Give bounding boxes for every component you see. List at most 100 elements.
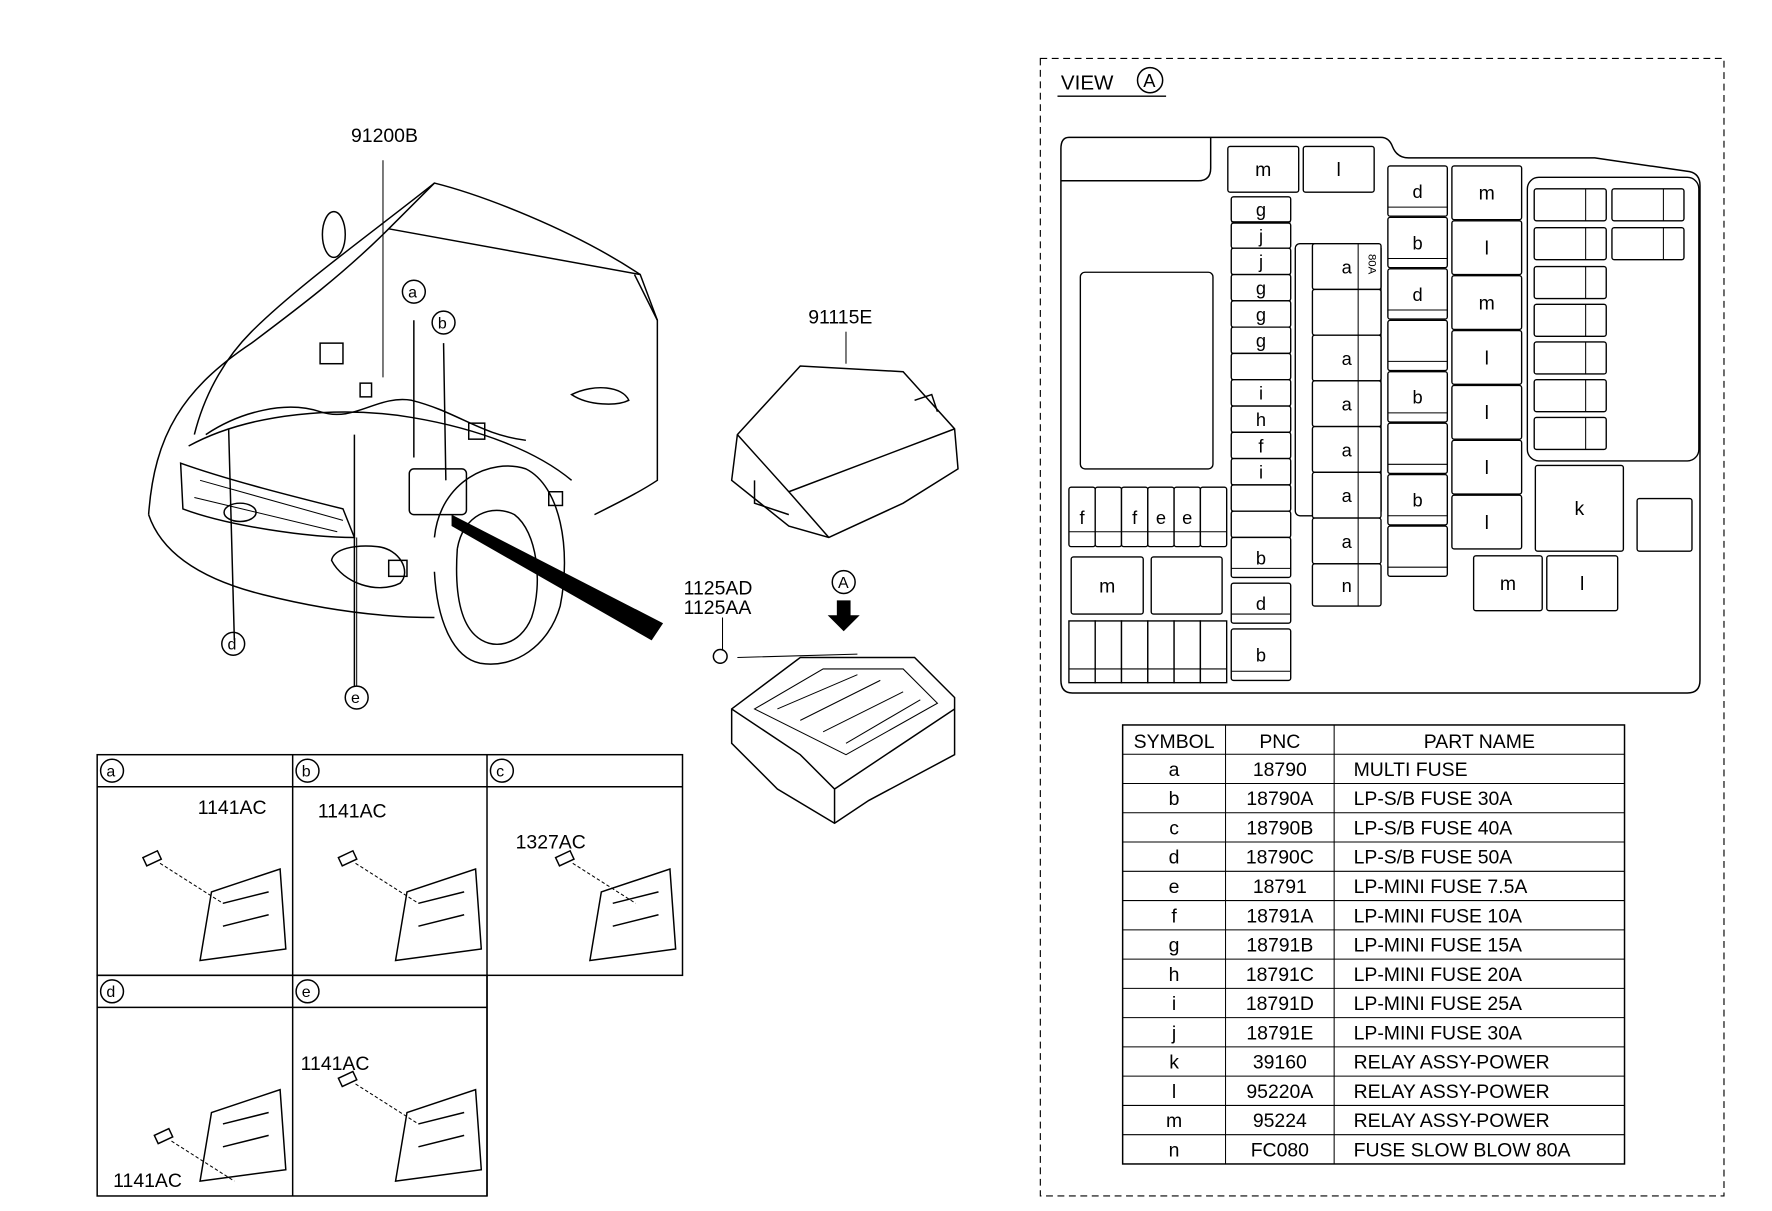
relay-m: m	[1451, 274, 1523, 331]
bracket-drawing	[199, 1088, 287, 1182]
fuse-symbol: n	[1342, 575, 1352, 596]
relay-l: l	[1451, 329, 1523, 385]
relay-empty	[1150, 556, 1223, 615]
bolt-icon	[153, 1127, 174, 1145]
fuse-b: b	[1230, 536, 1292, 579]
relay-m: m	[1472, 555, 1543, 612]
relay-l: l	[1451, 220, 1523, 276]
pnc-cell: 18791D	[1246, 993, 1314, 1015]
bolt-pnc-label-1: 1125AD	[684, 578, 753, 600]
fuse-symbol: g	[1256, 304, 1266, 325]
fuse-d: d	[1387, 165, 1449, 217]
panel-symbol: a	[106, 763, 115, 780]
bracket-drawing	[199, 868, 287, 962]
fuse-symbol: m	[1479, 183, 1495, 205]
relay-empty	[1636, 497, 1693, 552]
part-name-cell: LP-MINI FUSE 30A	[1354, 1022, 1522, 1044]
fuse-empty	[1387, 319, 1449, 372]
fuse-b: b	[1387, 371, 1449, 423]
fuse-symbol: b	[1413, 490, 1423, 511]
fuse-g: g	[1230, 326, 1292, 355]
multi-fuse-rating: 80A	[1365, 254, 1377, 275]
relay-l-top: l	[1302, 145, 1375, 193]
vehicle-harness-drawing	[147, 160, 664, 687]
fuse-symbol: l	[1580, 573, 1584, 595]
part-name-cell: LP-S/B FUSE 50A	[1354, 847, 1513, 869]
fuse-symbol: i	[1259, 462, 1263, 483]
symbol-cell: j	[1171, 1022, 1176, 1044]
fuse-symbol: b	[1256, 547, 1266, 568]
part-name-cell: LP-S/B FUSE 30A	[1354, 788, 1513, 810]
bolt-icon	[141, 849, 163, 867]
callout-e: e	[344, 685, 369, 710]
view-a-frame	[1039, 57, 1725, 1197]
relay-l: l	[1451, 384, 1523, 440]
table-header: SYMBOL	[1134, 731, 1215, 753]
view-a-marker-label: A	[838, 575, 849, 592]
bolt-pnc-label-2: 1125AA	[684, 597, 752, 619]
fuse-symbol: a	[1342, 531, 1353, 552]
callout-d: d	[221, 631, 246, 656]
part-name-cell: LP-MINI FUSE 10A	[1354, 905, 1522, 927]
pnc-cell: 18790C	[1246, 847, 1314, 869]
table-header: PNC	[1259, 731, 1300, 753]
fuse-e: e	[1147, 486, 1175, 548]
symbol-cell: i	[1172, 993, 1176, 1015]
fuse-symbol: l	[1485, 457, 1489, 479]
part-name-cell: RELAY ASSY-POWER	[1354, 1110, 1550, 1132]
fuse-symbol: m	[1255, 159, 1271, 181]
fuse-i: i	[1230, 379, 1292, 407]
fuse-symbol: a	[1342, 394, 1353, 415]
panel-symbol-circle	[99, 758, 125, 783]
view-marker: A	[1136, 66, 1164, 94]
fuse-symbol: b	[1256, 645, 1266, 666]
symbol-cell: b	[1169, 788, 1180, 810]
detail-panels	[96, 753, 684, 1197]
fuse-symbol: h	[1256, 409, 1266, 430]
callout-b: b	[431, 310, 456, 335]
part-name-cell: MULTI FUSE	[1354, 759, 1468, 781]
detail-panel-a: a 1141AC	[99, 758, 287, 962]
part-name-cell: RELAY ASSY-POWER	[1354, 1052, 1550, 1074]
bracket-drawing	[589, 868, 677, 962]
panel-part-label: 1141AC	[113, 1170, 182, 1192]
relay-m: m	[1451, 165, 1523, 221]
symbol-cell: d	[1169, 847, 1180, 869]
symbol-cell: m	[1166, 1110, 1182, 1132]
panel-symbol-circle	[489, 758, 515, 783]
fuse-h: h	[1230, 405, 1292, 433]
part-name-cell: LP-S/B FUSE 40A	[1354, 817, 1513, 839]
fuse-empty	[1230, 352, 1292, 381]
pnc-cell: 18791	[1253, 876, 1307, 898]
fuse-symbol: m	[1099, 575, 1115, 597]
fuse-a: a	[1311, 425, 1382, 474]
bolt-icon	[554, 849, 575, 867]
callout-e-label: e	[351, 690, 360, 707]
fuse-empty	[1230, 484, 1292, 512]
panel-symbol-circle	[295, 979, 320, 1004]
relay-k: k	[1534, 464, 1625, 552]
fuse-symbol: b	[1413, 232, 1423, 253]
relay-m: m	[1070, 556, 1144, 615]
fuse-empty	[1199, 486, 1228, 548]
fuse-symbol: a	[1342, 256, 1353, 277]
symbol-cell: a	[1169, 759, 1180, 781]
part-name-cell: LP-MINI FUSE 20A	[1354, 964, 1522, 986]
fuse-symbol: l	[1485, 512, 1489, 534]
fuse-symbol: l	[1337, 159, 1341, 181]
fuse-symbol: f	[1080, 507, 1086, 528]
fuse-symbol: d	[1413, 181, 1423, 202]
fuse-a: a	[1311, 471, 1382, 519]
relay-m-top: m	[1227, 145, 1300, 193]
pnc-cell: 95224	[1253, 1110, 1307, 1132]
panel-part-label: 1141AC	[198, 797, 267, 819]
symbol-cell: g	[1169, 935, 1180, 957]
symbol-cell: e	[1169, 876, 1180, 898]
